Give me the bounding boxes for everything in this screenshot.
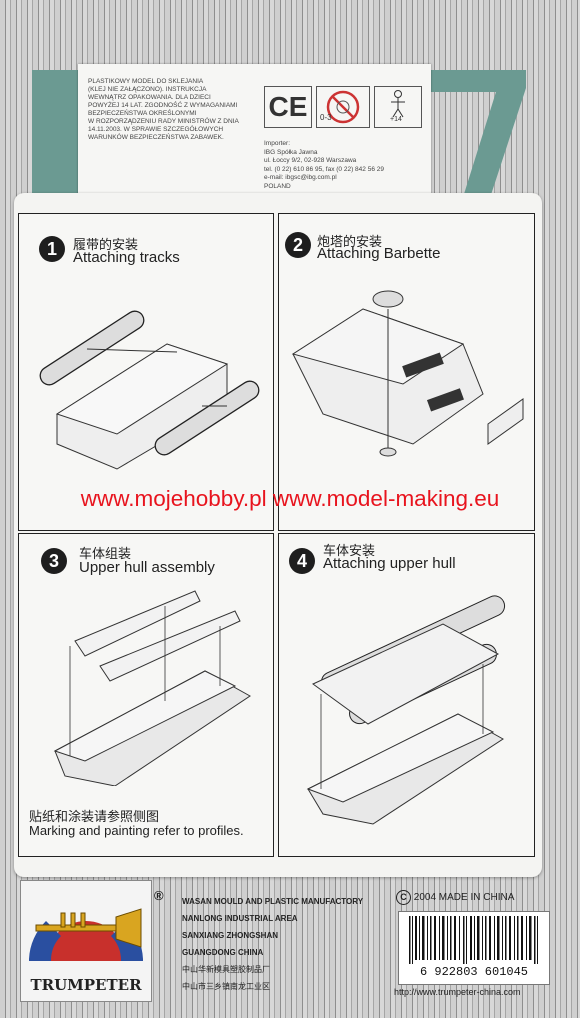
watermark-urls: www.mojehobby.pl www.model-making.eu — [80, 486, 500, 511]
note-cn: 贴纸和涂装请参照侧图 — [29, 809, 160, 824]
step-title-en: Attaching Barbette — [317, 245, 441, 262]
step-number: 4 — [289, 548, 315, 574]
ce-mark-icon: CE — [264, 86, 312, 128]
manufacturer-address: WASAN MOULD AND PLASTIC MANUFACTORY NANL… — [182, 897, 364, 991]
barcode: 6 922803 601045 — [398, 911, 550, 985]
step-3-panel: 3 车体组装 Upper hull assembly 贴纸和涂装请参照侧图 Ma… — [18, 533, 274, 857]
upper-hull-diagram — [306, 595, 506, 825]
trumpet-icon — [29, 908, 143, 961]
step-title-en: Upper hull assembly — [79, 559, 215, 576]
polish-safety-text: PLASTIKOWY MODEL DO SKLEJANIA (KLEJ NIE … — [88, 78, 239, 141]
importer-info: Importer: IBG Spółka Jawna ul. Łoccy 9/2… — [264, 140, 384, 190]
barcode-bars — [409, 916, 538, 964]
step-2-panel: 2 炮塔的安装 Attaching Barbette — [278, 213, 535, 531]
teal-block-left — [32, 70, 80, 210]
barcode-number: 6 922803 601045 — [419, 965, 529, 979]
step-1-panel: 1 履带的安装 Attaching tracks — [18, 213, 274, 531]
copyright-text: 2004 MADE IN CHINA — [413, 892, 515, 903]
note-en: Marking and painting refer to profiles. — [29, 823, 244, 838]
step-number: 2 — [285, 232, 311, 258]
importer-card: PLASTIKOWY MODEL DO SKLEJANIA (KLEJ NIE … — [78, 64, 431, 212]
hull-assembly-diagram — [53, 590, 251, 786]
registered-mark: ® — [154, 888, 164, 903]
step-title-cn: 炮塔的安装 — [317, 234, 383, 249]
step-title-cn: 履带的安装 — [73, 237, 139, 252]
website-url: http://www.trumpeter-china.com — [394, 987, 521, 997]
trumpeter-logo: TRUMPETER — [20, 880, 152, 1002]
tracks-diagram — [39, 310, 260, 470]
barbette-diagram — [291, 290, 524, 457]
step-4-panel: 4 车体安装 Attaching upper hull — [278, 533, 535, 857]
step-title-cn: 车体组装 — [79, 546, 132, 561]
copyright-line: C 2004 MADE IN CHINA — [396, 890, 514, 905]
step-number: 1 — [39, 236, 65, 262]
copyright-icon: C — [396, 890, 411, 905]
age-warning-icon: 0-3 — [316, 86, 370, 128]
age-14-plus-icon: +14 — [374, 86, 422, 128]
brand-name: TRUMPETER — [30, 976, 142, 994]
teal-seven-shape — [431, 70, 526, 210]
step-number: 3 — [41, 548, 67, 574]
step-title-en: Attaching tracks — [73, 249, 180, 266]
step-title-en: Attaching upper hull — [323, 555, 456, 572]
step-title-cn: 车体安装 — [323, 543, 376, 558]
